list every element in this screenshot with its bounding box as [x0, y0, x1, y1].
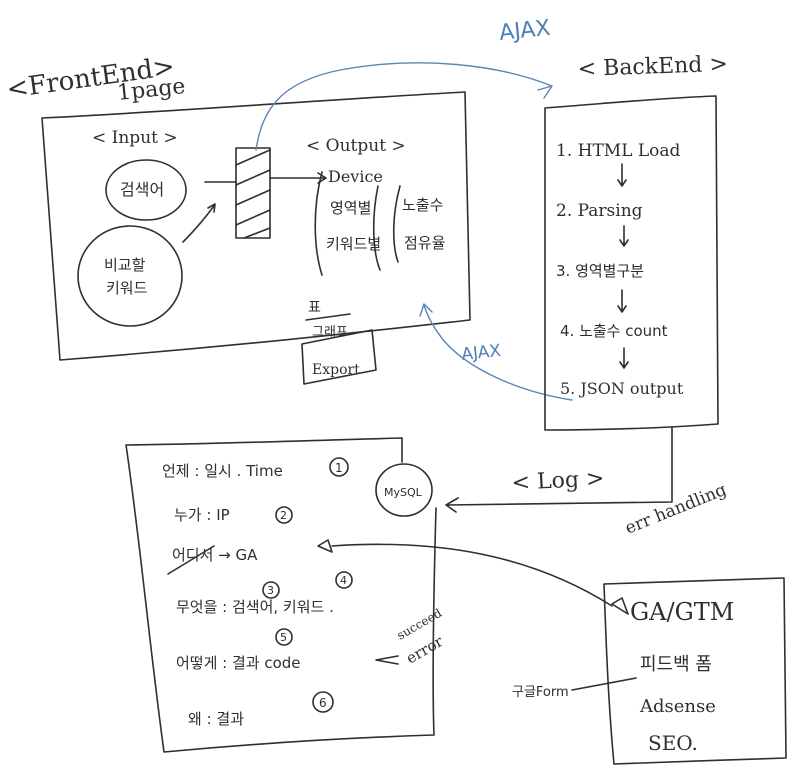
result-arrow: [375, 655, 399, 665]
log-num-how: 5: [280, 631, 287, 644]
log-num-who: 2: [280, 509, 287, 522]
ga-link: [331, 543, 613, 607]
ga-section: GA/GTM 피드백 폼 Adsense SEO. 구글Form: [512, 577, 787, 765]
backend-step-1: 1. HTML Load: [556, 141, 681, 161]
log-row-what: 무엇을 : 검색어, 키워드 .: [176, 598, 334, 616]
output-brackets: [314, 171, 381, 276]
export-note: 표 그래프 Export: [301, 300, 377, 385]
log-num-how-circle: [275, 628, 293, 646]
output-title: < Output >: [306, 136, 406, 156]
mysql-label: MySQL: [384, 486, 423, 499]
keyword-label: 검색어: [120, 180, 164, 199]
ajax-arrows: AJAX AJAX: [255, 16, 573, 401]
log-row-who: 누가 : IP: [174, 506, 230, 524]
log-section: MySQL < Log > 언제 : 일시 . Time 1 누가 : IP 2…: [125, 427, 673, 753]
log-num-extra: 4: [340, 574, 347, 587]
ga-marker-right: [611, 597, 629, 615]
log-row-how: 어떻게 : 결과 code: [176, 654, 301, 672]
export-box: [301, 313, 377, 385]
log-row-when: 언제 : 일시 . Time: [162, 462, 283, 480]
backend-step-4: 4. 노출수 count: [560, 322, 668, 340]
compare-line1: 비교할: [104, 256, 146, 274]
backend-title: < BackEnd >: [577, 52, 728, 82]
ga-item-seo: SEO.: [648, 731, 698, 755]
input-arrows: [182, 181, 237, 243]
output-device: Device: [328, 167, 383, 186]
backend-flow-arrows: [617, 163, 629, 369]
keyword-ellipse: [105, 159, 187, 221]
google-form-line: [571, 677, 637, 691]
log-box: [125, 437, 437, 753]
ajax-top-label: AJAX: [498, 16, 552, 46]
output-share: 점유율: [404, 234, 445, 252]
log-num-extra-circle: [335, 571, 353, 589]
err-handling-label: err handling: [622, 480, 729, 539]
log-num-what-circle: [262, 581, 280, 599]
compare-ellipse: [77, 225, 183, 327]
mysql-db: [375, 463, 433, 517]
output-area: 영역별: [330, 199, 371, 217]
log-num-when: 1: [335, 461, 343, 475]
ga-item-adsense: Adsense: [639, 696, 716, 717]
ga-box: [603, 577, 787, 765]
backend-step-3: 3. 영역별구분: [556, 262, 644, 280]
log-num-why-circle: [312, 691, 334, 713]
google-form-label: 구글Form: [512, 685, 569, 700]
log-row-where: 어디서 → GA: [172, 546, 258, 564]
backend-section: < BackEnd > 1. HTML Load 2. Parsing 3. 영…: [544, 52, 728, 431]
export-label: Export: [312, 362, 360, 378]
log-num-who-circle: [275, 506, 293, 524]
output-arrow: [269, 172, 327, 184]
ga-item-gtm: GA/GTM: [630, 598, 734, 626]
ajax-top-arrow: [255, 62, 553, 151]
frontend-box: [41, 91, 471, 361]
output-right-bracket: [392, 185, 401, 263]
log-row-why: 왜 : 결과: [188, 710, 244, 728]
compare-line2: 키워드: [106, 279, 148, 297]
server-block: [235, 147, 271, 239]
log-label: < Log >: [511, 466, 605, 496]
log-num-why: 6: [319, 696, 327, 710]
ga-marker-left: [317, 539, 333, 553]
export-table: 표: [308, 300, 321, 316]
input-title: < Input >: [92, 128, 178, 148]
server-hatch: [235, 149, 271, 239]
backend-step-2: 2. Parsing: [556, 201, 643, 221]
output-keyword: 키워드별: [326, 235, 381, 253]
ga-item-feedback: 피드백 폼: [640, 654, 712, 675]
log-arrow: [445, 427, 673, 513]
ajax-mid-arrow: [419, 303, 573, 401]
frontend-section: <FrontEnd> 1page < Input > 검색어 비교할 키워드 <…: [5, 52, 471, 385]
where-strike: [167, 545, 215, 575]
log-num-what: 3: [267, 584, 274, 597]
backend-step-5: 5. JSON output: [560, 379, 684, 398]
log-num-when-circle: [329, 457, 349, 477]
output-impressions: 노출수: [402, 196, 443, 214]
backend-box: [544, 95, 719, 431]
